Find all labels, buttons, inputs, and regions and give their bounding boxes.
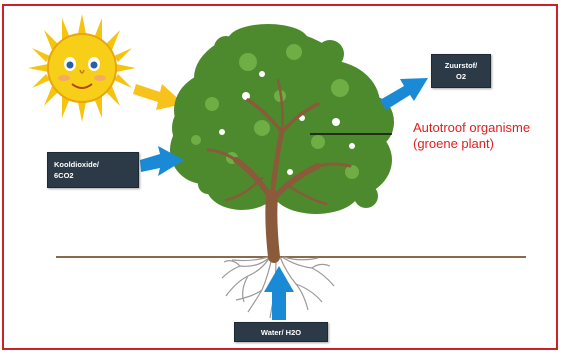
tree-foliage-highlights [191, 44, 359, 179]
water-label: Water/ H2O [260, 328, 302, 337]
o2-label-line1: Zuurstof/ [444, 61, 478, 70]
autotroph-label-line2: (groene plant) [413, 136, 494, 151]
autotroph-label-line1: Autotroof organisme [413, 120, 531, 135]
o2-label-line2: O2 [455, 72, 466, 81]
tree-foliage [170, 24, 394, 214]
water-arrow [264, 266, 294, 320]
tree-trunk [206, 78, 352, 263]
co2-label-line2: 6CO2 [54, 171, 74, 180]
co2-label-line1: Kooldioxide/ [54, 160, 99, 169]
o2-box: Zuurstof/ O2 [431, 54, 491, 88]
water-box: Water/ H2O [234, 322, 328, 342]
co2-arrow [140, 146, 184, 176]
o2-arrow [380, 78, 428, 110]
tree-foliage-holes [219, 71, 355, 175]
sunlight-arrow [133, 84, 184, 110]
sun-icon [28, 14, 136, 122]
roots [221, 256, 335, 319]
co2-box: Kooldioxide/ 6CO2 [47, 152, 139, 188]
